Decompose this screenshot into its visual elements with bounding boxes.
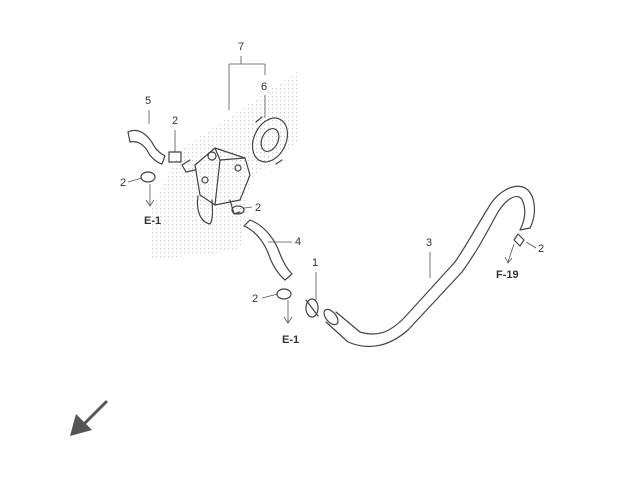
part-4-hose (243, 219, 293, 281)
svg-text:2: 2 (538, 243, 544, 255)
ref-e1-upper[interactable]: E-1 (144, 215, 161, 227)
callout-2-right: 2 (504, 233, 544, 264)
background-shading (150, 70, 300, 260)
part-3-pipe (323, 185, 536, 348)
callout-1: 1 (312, 257, 318, 300)
svg-text:5: 5 (145, 95, 151, 107)
svg-text:2: 2 (172, 115, 178, 127)
part-6-ring-seal (251, 116, 289, 165)
ref-f19[interactable]: F-19 (496, 269, 519, 281)
ref-e1-lower[interactable]: E-1 (282, 334, 299, 346)
callout-7: 7 (228, 41, 266, 110)
part-1-joint (305, 298, 319, 318)
callout-3: 3 (426, 237, 432, 278)
callout-2-lower: 2 (252, 288, 293, 324)
callout-6: 6 (261, 81, 267, 118)
svg-text:2: 2 (120, 177, 126, 189)
svg-text:7: 7 (238, 41, 244, 53)
callout-4: 4 (268, 236, 301, 248)
callout-2-left: 2 (120, 171, 156, 207)
callout-2-upper: 2 (168, 115, 182, 163)
svg-text:2: 2 (255, 202, 261, 214)
callout-5: 5 (145, 95, 151, 124)
svg-text:3: 3 (426, 237, 432, 249)
svg-text:6: 6 (261, 81, 267, 93)
svg-text:1: 1 (312, 257, 318, 269)
svg-text:2: 2 (252, 293, 258, 305)
arrow-down-left-icon (70, 400, 108, 436)
svg-text:4: 4 (295, 236, 301, 248)
part-valve-body (181, 147, 251, 225)
callout-2-valve-right: 2 (231, 202, 261, 215)
part-5-hose (127, 129, 166, 165)
